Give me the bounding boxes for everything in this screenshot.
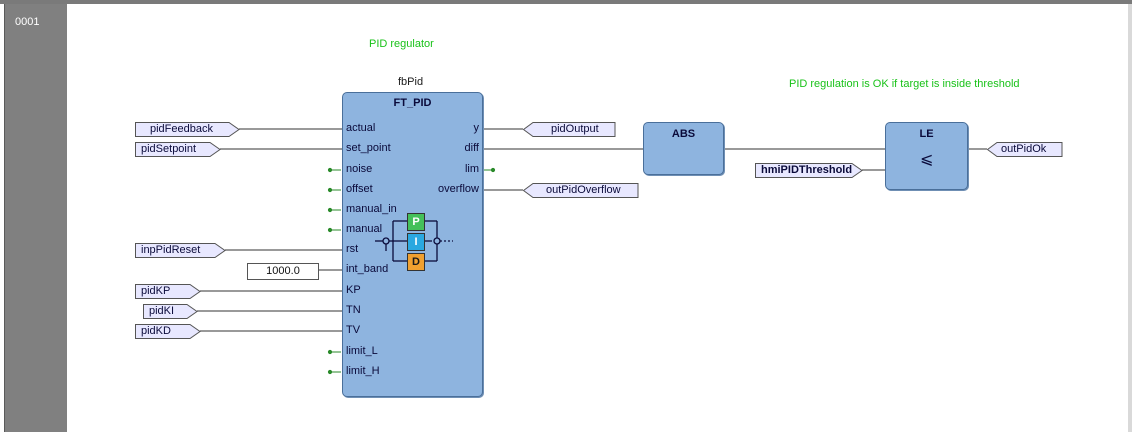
comment-pid: PID regulator <box>369 38 434 50</box>
const-int-band[interactable]: 1000.0 <box>247 263 319 280</box>
p-block-icon: P <box>407 213 425 231</box>
wire-layer <box>197 128 987 375</box>
abs-block[interactable]: ABS <box>643 122 724 175</box>
network-number: 0001 <box>15 16 40 28</box>
pin-kp[interactable]: KP <box>346 284 361 296</box>
ft-pid-title: FT_PID <box>393 97 432 109</box>
pin-y[interactable]: y <box>473 122 480 134</box>
pin-int-band[interactable]: int_band <box>346 263 389 275</box>
pin-limit-l[interactable]: limit_L <box>346 345 378 357</box>
var-inpPidReset[interactable]: inpPidReset <box>135 243 226 258</box>
unconnected-pins <box>327 167 496 375</box>
comment-le: PID regulation is OK if target is inside… <box>789 78 1020 90</box>
pin-manual[interactable]: manual <box>346 223 383 235</box>
network-top-border <box>0 0 1132 4</box>
var-pidOutput[interactable]: pidOutput <box>523 122 616 137</box>
abs-title: ABS <box>671 128 696 140</box>
var-pidSetpoint[interactable]: pidSetpoint <box>135 142 221 157</box>
var-outPidOk[interactable]: outPidOk <box>987 142 1063 157</box>
pin-set-point[interactable]: set_point <box>346 142 391 154</box>
pin-rst[interactable]: rst <box>346 243 359 255</box>
pin-diff[interactable]: diff <box>464 142 479 154</box>
var-pidKD[interactable]: pidKD <box>135 324 201 339</box>
pid-diagram-icon <box>375 220 453 262</box>
ft-pid-block[interactable]: FT_PID actual set_point noise offset man… <box>342 92 483 397</box>
pin-limit-h[interactable]: limit_H <box>346 365 380 377</box>
var-pidFeedback[interactable]: pidFeedback <box>135 122 240 137</box>
less-equal-icon: ⩽ <box>920 151 934 168</box>
pin-offset[interactable]: offset <box>346 183 373 195</box>
fbd-canvas[interactable]: PID regulator PID regulation is OK if ta… <box>67 4 1128 432</box>
le-block[interactable]: LE ⩽ <box>885 122 968 190</box>
pin-tv[interactable]: TV <box>346 324 361 336</box>
le-title: LE <box>919 128 934 140</box>
var-outPidOverflow[interactable]: outPidOverflow <box>523 183 639 198</box>
scrollbar-edge[interactable] <box>1128 4 1132 432</box>
network-gutter[interactable]: 0001 <box>4 4 68 432</box>
pin-actual[interactable]: actual <box>346 122 376 134</box>
pid-instance-name[interactable]: fbPid <box>398 76 424 88</box>
pin-manual-in[interactable]: manual_in <box>346 203 397 215</box>
pin-tn[interactable]: TN <box>346 304 361 316</box>
pin-noise[interactable]: noise <box>346 163 373 175</box>
i-block-icon: I <box>407 233 425 251</box>
d-block-icon: D <box>407 253 425 271</box>
pin-overflow[interactable]: overflow <box>438 183 479 195</box>
var-pidKI[interactable]: pidKI <box>143 304 198 319</box>
var-hmiPIDThreshold[interactable]: hmiPIDThreshold <box>755 163 863 178</box>
pin-lim[interactable]: lim <box>464 163 479 175</box>
var-pidKP[interactable]: pidKP <box>135 284 201 299</box>
